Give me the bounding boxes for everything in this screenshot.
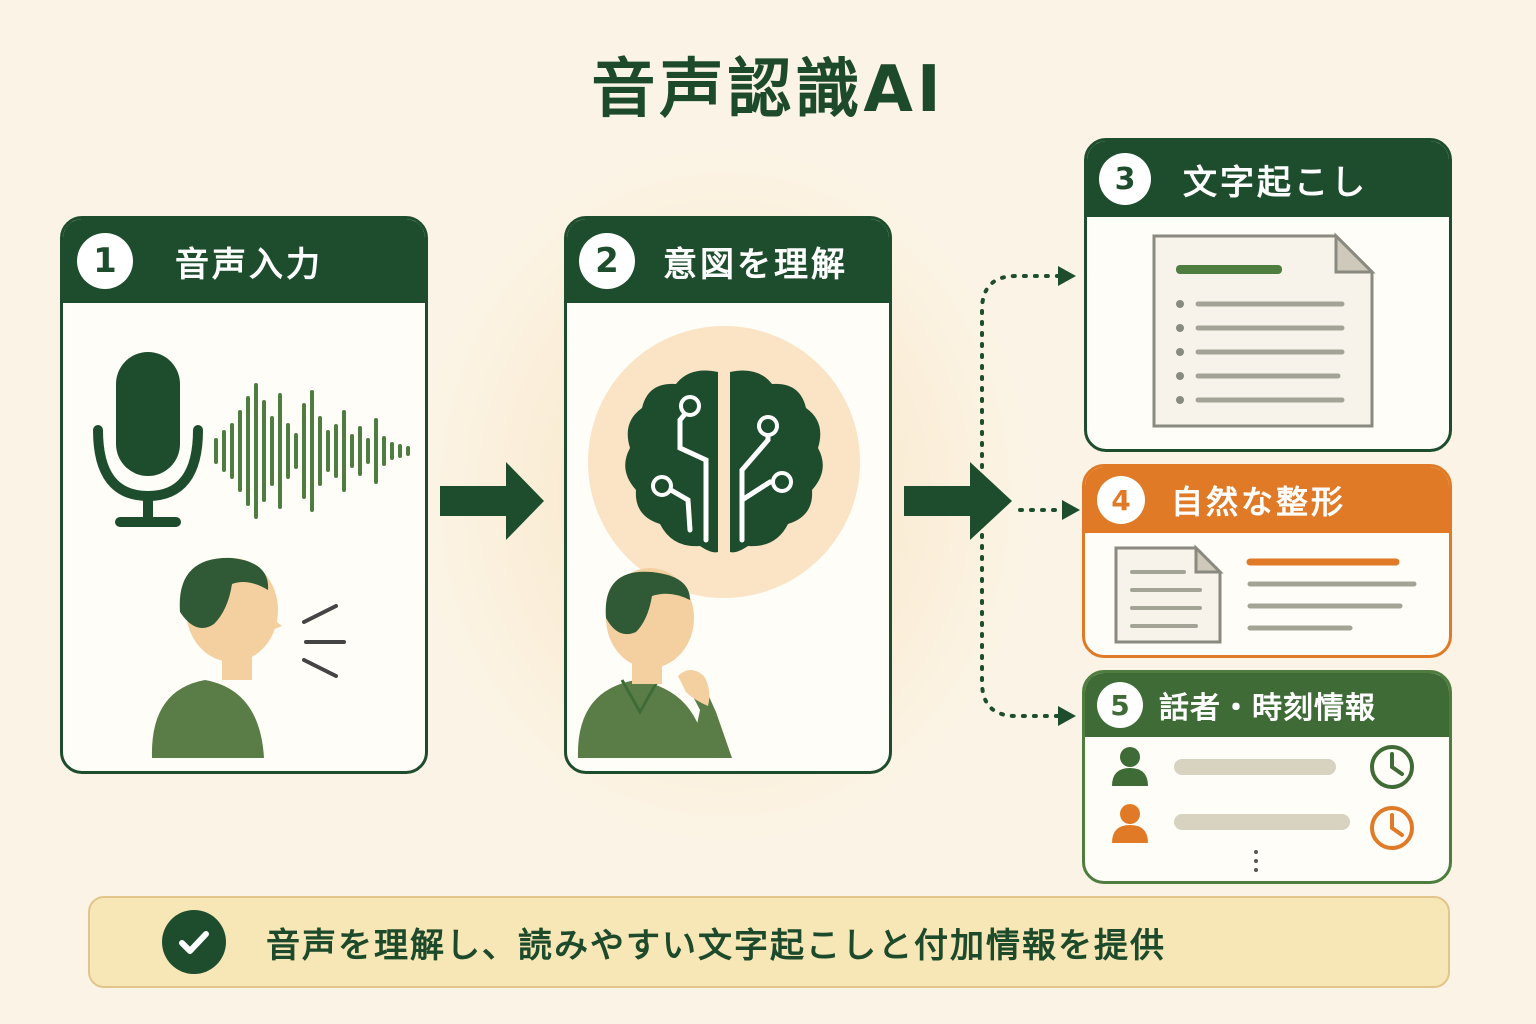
step-2-header: 2 意図を理解 [567, 219, 889, 303]
more-rows-indicator [1254, 850, 1258, 872]
page-title: 音声認識AI [591, 53, 945, 127]
arrow-2-to-outputs [904, 462, 1012, 540]
branch-arrowhead-3 [1058, 266, 1076, 286]
clock-icon [1370, 745, 1414, 789]
document-icon [1114, 544, 1224, 644]
step-3-number: 3 [1099, 153, 1151, 205]
thinking-person-icon [577, 568, 732, 758]
formatted-text-icon [1246, 558, 1417, 631]
step-4-header: 4 自然な整形 [1085, 467, 1449, 533]
microphone-icon [93, 352, 203, 527]
check-icon [162, 910, 226, 974]
brain-circuit-icon [625, 370, 823, 553]
arrow-1-to-2 [440, 462, 544, 540]
clock-icon [1370, 806, 1414, 850]
step-4-label: 自然な整形 [1171, 483, 1347, 521]
branch-connectors [980, 274, 1064, 718]
speaker-line [1174, 814, 1350, 830]
speaker-icon [1112, 804, 1148, 843]
step-5-header: 5 話者・時刻情報 [1085, 673, 1449, 737]
summary-bar: 音声を理解し、読みやすい文字起こしと付加情報を提供 [88, 896, 1450, 988]
summary-text: 音声を理解し、読みやすい文字起こしと付加情報を提供 [266, 925, 1166, 966]
speaker-line [1174, 759, 1336, 775]
speaking-person-icon [151, 557, 346, 758]
step-5-number: 5 [1097, 682, 1143, 728]
document-icon [1152, 232, 1376, 428]
step-2-label: 意図を理解 [663, 244, 848, 285]
step-1-header: 1 音声入力 [63, 219, 425, 303]
speaker-icon [1112, 747, 1148, 786]
sound-wave-icon [214, 383, 410, 519]
step-3-label: 文字起こし [1183, 162, 1368, 203]
branch-arrowhead-5 [1058, 706, 1076, 726]
step-2-number: 2 [579, 233, 635, 289]
branch-arrowhead-4 [1062, 500, 1080, 520]
step-1-number: 1 [77, 233, 133, 289]
step-1-label: 音声入力 [175, 244, 323, 285]
step-4-number: 4 [1097, 476, 1145, 524]
step-3-header: 3 文字起こし [1087, 141, 1449, 217]
step-5-label: 話者・時刻情報 [1159, 691, 1376, 726]
